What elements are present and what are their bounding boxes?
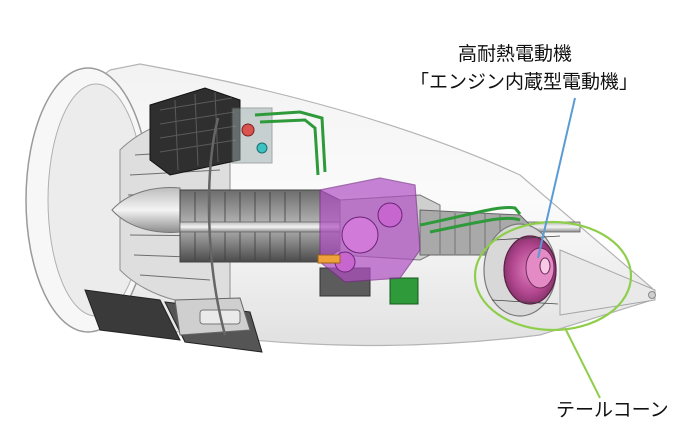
tail-cone-highlight	[473, 220, 633, 332]
magenta-gearbox	[317, 177, 421, 283]
tail-cone-label: テールコーン	[556, 399, 669, 421]
frame-ring	[207, 117, 227, 336]
piping	[254, 110, 522, 234]
accessory-block	[149, 87, 273, 176]
motor-title-label: 高耐熱電動機	[458, 43, 573, 65]
built-in-electric-motor	[483, 223, 561, 317]
tail-cone-pointer-line	[564, 327, 601, 399]
motor-subtitle-label: 「エンジン内蔵型電動機」	[410, 71, 639, 93]
motor-pointer-line	[537, 97, 576, 259]
